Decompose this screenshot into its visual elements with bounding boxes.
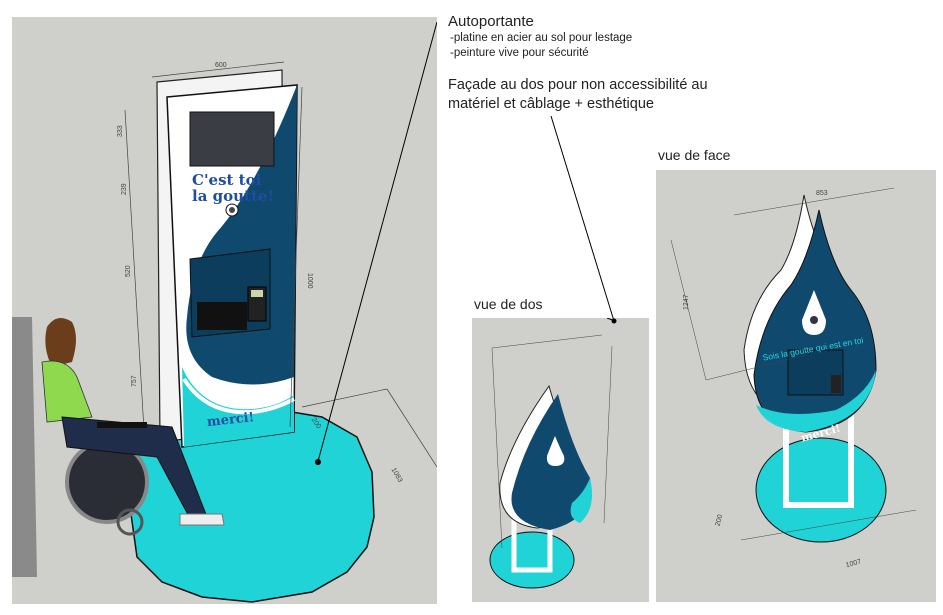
front-dim-width: 853 [816, 190, 828, 197]
front-view-drawing: Sois la goutte qui est en toi merci! 853… [670, 187, 917, 569]
front-view-label: vue de face [658, 147, 731, 163]
dim-segment-3: 520 [125, 265, 132, 277]
headline-line2: la goutte! [192, 187, 274, 205]
dim-segment-1: 333 [117, 125, 124, 137]
floor-plate [129, 411, 375, 603]
display-screen [189, 111, 275, 167]
drop-icon [546, 436, 565, 466]
dim-base-depth: 1083 [390, 467, 404, 484]
back-view-label: vue de dos [474, 296, 543, 312]
turquoise-wave [182, 367, 294, 447]
back-view-sketch [472, 318, 649, 602]
facade-note-line: Façade au dos pour non accessibilité au [448, 77, 708, 93]
headline-line1: C'est toi [192, 171, 262, 189]
dim-side-height: 1000 [306, 273, 313, 289]
main-kiosk-drawing: 600 333 239 520 757 1000 1083 200 C'est … [12, 21, 437, 603]
dimension-lines [124, 61, 437, 468]
wheelchair-user-figure [12, 317, 225, 577]
pointer-dot [315, 459, 321, 465]
facade-note-line: matériel et câblage + esthétique [448, 96, 654, 112]
annotation-bullet: -peinture vive pour sécurité [450, 47, 589, 59]
main-kiosk-sketch: 600 333 239 520 757 1000 1083 200 C'est … [12, 17, 437, 604]
footer-merci: merci! [206, 410, 255, 430]
annotation-title: Autoportante [448, 13, 534, 30]
dim-segment-2: 239 [121, 183, 128, 195]
annotation-bullet: -platine en acier au sol pour lestage [450, 32, 633, 44]
drop-camera-icon [802, 290, 826, 335]
front-dim-base-small: 200 [715, 514, 725, 527]
front-view-sketch: Sois la goutte qui est en toi merci! 853… [656, 170, 936, 602]
dim-width-top: 600 [215, 62, 227, 69]
dim-segment-4: 757 [131, 375, 138, 387]
front-dim-base-depth: 1007 [845, 558, 862, 569]
front-dim-height: 1247 [683, 294, 690, 310]
back-view-drawing [489, 318, 616, 589]
